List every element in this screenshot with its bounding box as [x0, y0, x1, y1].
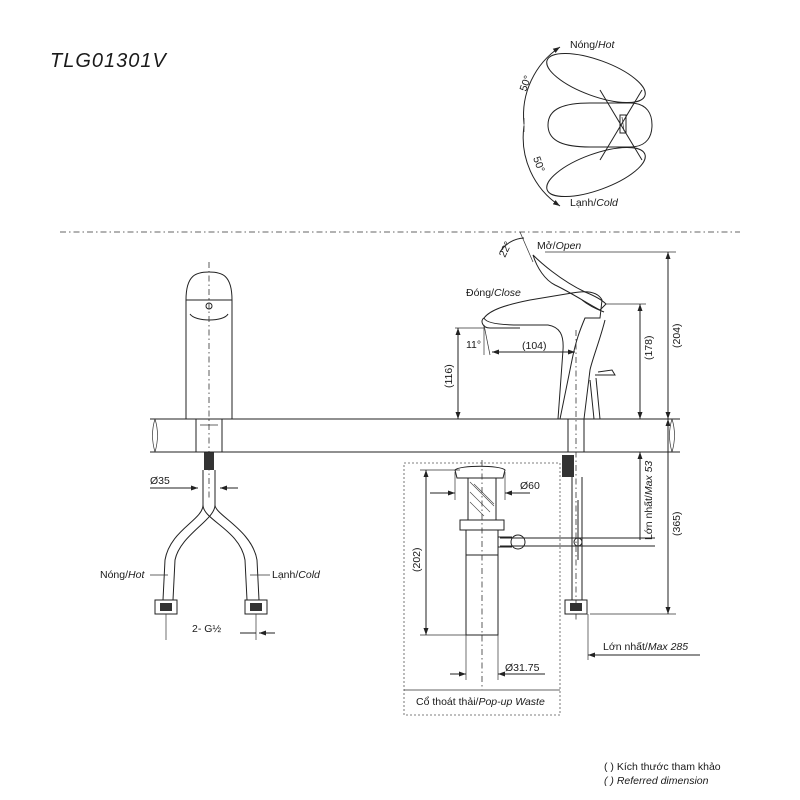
dim-below-deck: (365) — [671, 511, 683, 536]
top-hot-label: Nóng/Hot — [570, 39, 615, 51]
dim-total-height: (204) — [671, 323, 683, 348]
top-cold-label: Lạnh/Cold — [570, 197, 619, 209]
dim-max-hose: Lớn nhất/Max 285 — [603, 641, 688, 653]
dim-spout-reach: (104) — [522, 340, 547, 352]
legend-line-en: ( ) Referred dimension — [604, 775, 709, 787]
open-label: Mở/Open — [537, 240, 581, 252]
dimension-legend: ( ) Kích thước tham khảo ( ) Referred di… — [604, 760, 721, 788]
front-cold-label: Lạnh/Cold — [272, 569, 321, 581]
angle-hot: 50° — [518, 74, 535, 93]
dim-tailpiece: Ø31.75 — [505, 662, 540, 674]
dim-lever-height: (178) — [643, 335, 655, 360]
dim-hole: Ø35 — [150, 475, 170, 487]
legend-line-vi: ( ) Kích thước tham khảo — [604, 761, 721, 773]
model-code: TLG01301V — [50, 50, 167, 72]
side-view: 22° Mở/Open Đóng/Close 11° (104) (116) (… — [443, 231, 700, 660]
close-label: Đóng/Close — [466, 287, 521, 299]
thread-label: 2- G½ — [192, 623, 221, 635]
popup-waste: Ø60 (202) Ø31.75 Cổ thoát thải/Pop-up Wa… — [403, 460, 561, 716]
front-view: Ø35 Nóng/Hot Lạnh/Cold 2- G½ — [100, 262, 321, 640]
dim-max-deck: Lớn nhất/Max 53 — [643, 461, 655, 540]
lever-angle: 22° — [497, 240, 515, 259]
dim-popup-height: (202) — [411, 547, 423, 572]
front-hot-label: Nóng/Hot — [100, 569, 145, 581]
top-view: Nóng/Hot Lạnh/Cold 50° 50° — [518, 39, 653, 209]
dim-spout-height: (116) — [443, 364, 455, 388]
counter-top — [60, 231, 740, 453]
spout-angle: 11° — [466, 339, 481, 351]
dim-flange: Ø60 — [520, 480, 540, 492]
angle-cold: 50° — [530, 155, 547, 174]
popup-waste-caption: Cổ thoát thải/Pop-up Waste — [416, 696, 545, 708]
